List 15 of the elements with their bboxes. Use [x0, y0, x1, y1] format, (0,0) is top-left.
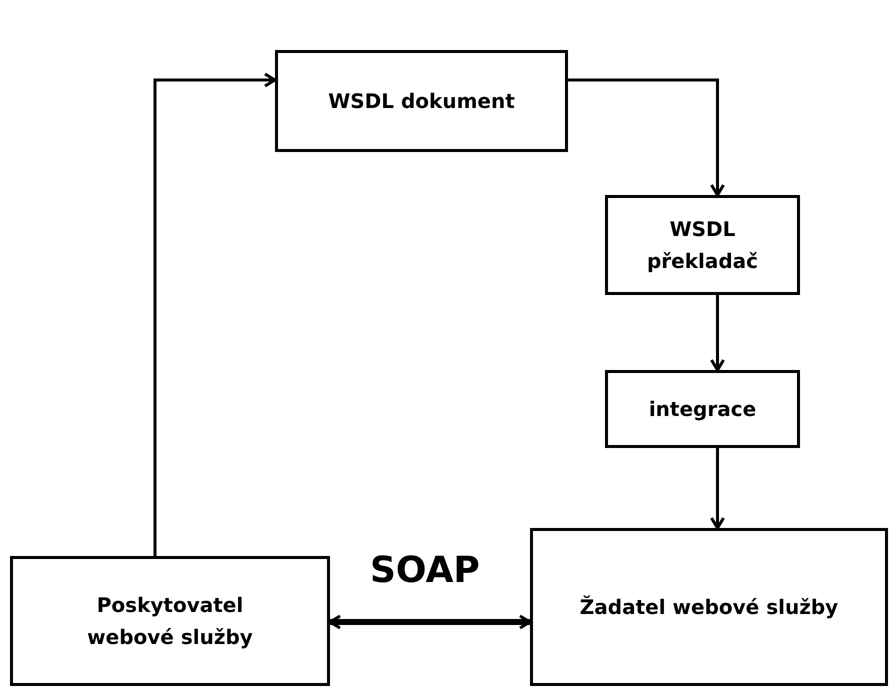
arrow [328, 614, 532, 630]
arrow [710, 295, 725, 372]
box-text: Poskytovatel webové služby [86, 592, 254, 651]
process-box [605, 195, 800, 295]
arrow [710, 448, 725, 530]
process-box [605, 370, 800, 448]
arrow [154, 72, 276, 556]
process-box [10, 556, 330, 686]
arrow [568, 78, 725, 196]
process-box [530, 528, 888, 686]
process-box [275, 50, 568, 152]
box-text: WSDL překladač [646, 216, 760, 275]
box-text: Žadatel webové služby [580, 594, 838, 621]
box-text: WSDL dokument [328, 88, 515, 115]
box-text: integrace [648, 396, 756, 423]
